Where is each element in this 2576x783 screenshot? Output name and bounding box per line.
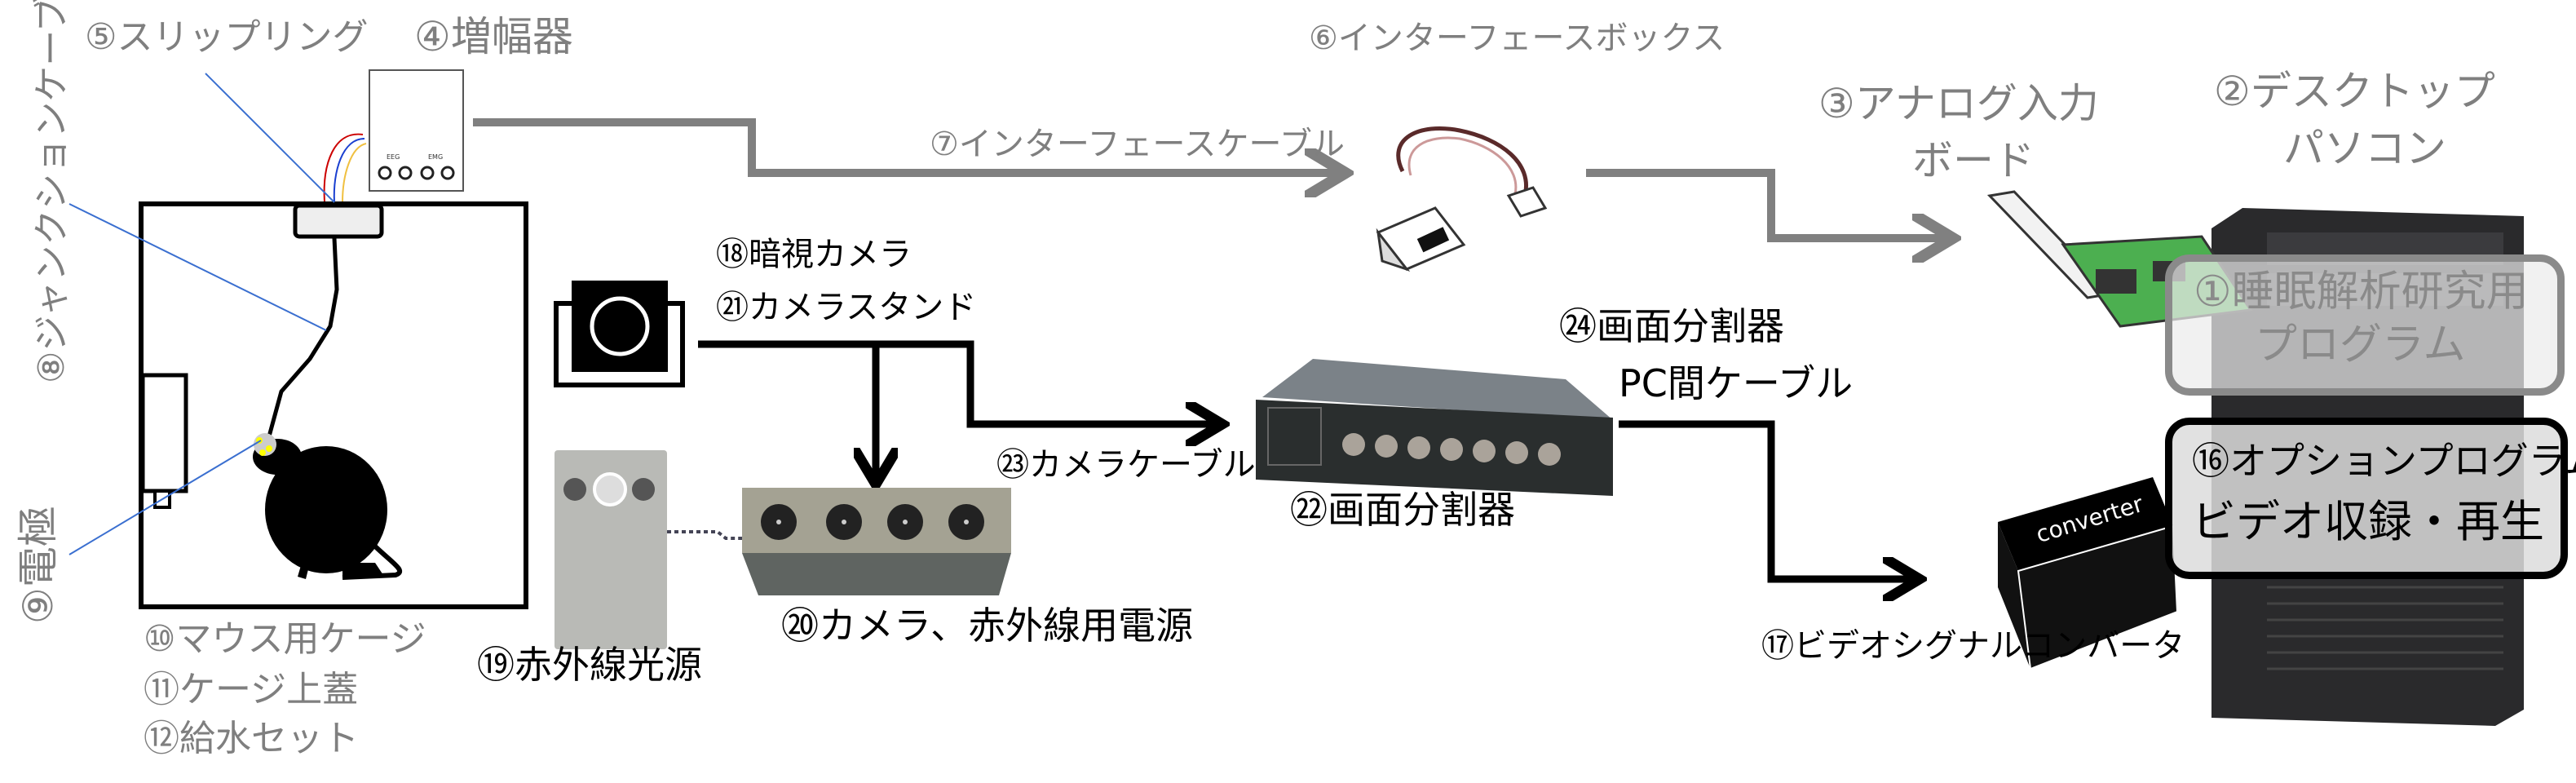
label-program-main-2: プログラム: [2255, 321, 2466, 369]
label-ir-light: ⑲赤外線光源: [477, 643, 702, 687]
label-analog-board-1: ③アナログ入力: [1818, 80, 2099, 127]
camera-cable-line: [698, 340, 1215, 424]
program-box-sleep-analysis: [2165, 254, 2565, 396]
label-analog-board-2: ボード: [1912, 137, 2035, 184]
power-supply: [742, 488, 1011, 595]
night-vision-camera: [554, 281, 685, 387]
program-box-option2: [2165, 418, 2568, 579]
mouse-silhouette: [253, 433, 403, 580]
label-desktop-pc-1: ②デスクトップ: [2214, 68, 2495, 115]
label-program-main-1: ①睡眠解析研究用: [2194, 268, 2529, 316]
label-electrode: ⑨電極: [15, 506, 62, 624]
screen-splitter-device: [1256, 359, 1613, 496]
label-interface-box: ⑥インターフェースボックス: [1309, 20, 1725, 57]
label-desktop-pc-2: パソコン: [2283, 125, 2446, 172]
label-power-supply: ⑳カメラ、赤外線用電源: [781, 604, 1194, 648]
label-water-set: ⑫給水セット: [144, 718, 359, 759]
label-camera-stand: ㉑カメラスタンド: [716, 289, 977, 326]
label-mouse-cage: ⑩マウス用ケージ: [144, 618, 426, 660]
label-splitter: ㉒画面分割器: [1290, 488, 1515, 532]
interface-box: [1376, 126, 1548, 272]
label-splitter-pc-cable-2: PC間ケーブル: [1619, 361, 1854, 405]
amp-emg-label: EMG: [428, 153, 444, 161]
ir-light-source: [555, 450, 667, 649]
video-converter-device: [1998, 477, 2179, 670]
label-cage-lid: ⑪ケージ上蓋: [144, 669, 359, 710]
label-interface-cable: ⑦インターフェースケーブル: [930, 126, 1345, 163]
amp-eeg-label: EEG: [387, 153, 400, 161]
label-night-camera: ⑱暗視カメラ: [716, 236, 912, 273]
board-cable-line: [1586, 169, 1945, 238]
amplifier-device: [323, 69, 464, 203]
label-slip-ring: ⑤スリップリング: [85, 16, 369, 58]
label-splitter-pc-cable-1: ㉔画面分割器: [1559, 304, 1784, 348]
splitter-pc-cable-line: [1619, 420, 1912, 579]
label-option-program-2: ビデオ収録・再生: [2192, 496, 2544, 547]
pointer-lines: [68, 73, 335, 555]
label-junction-cable: ⑧ジャンクションケーブル: [31, 0, 73, 383]
label-video-converter: ⑰ビデオシグナルコンバータ: [1761, 627, 2185, 665]
label-camera-cable: ㉓カメラケーブル: [996, 446, 1256, 484]
mouse-cage: [139, 201, 528, 609]
interface-cable-line: [473, 118, 1337, 173]
label-option-program-1: ⑯オプションプログラム2: [2192, 439, 2576, 483]
ir-power-cord: [667, 530, 749, 540]
label-amplifier: ④増幅器: [414, 13, 573, 60]
